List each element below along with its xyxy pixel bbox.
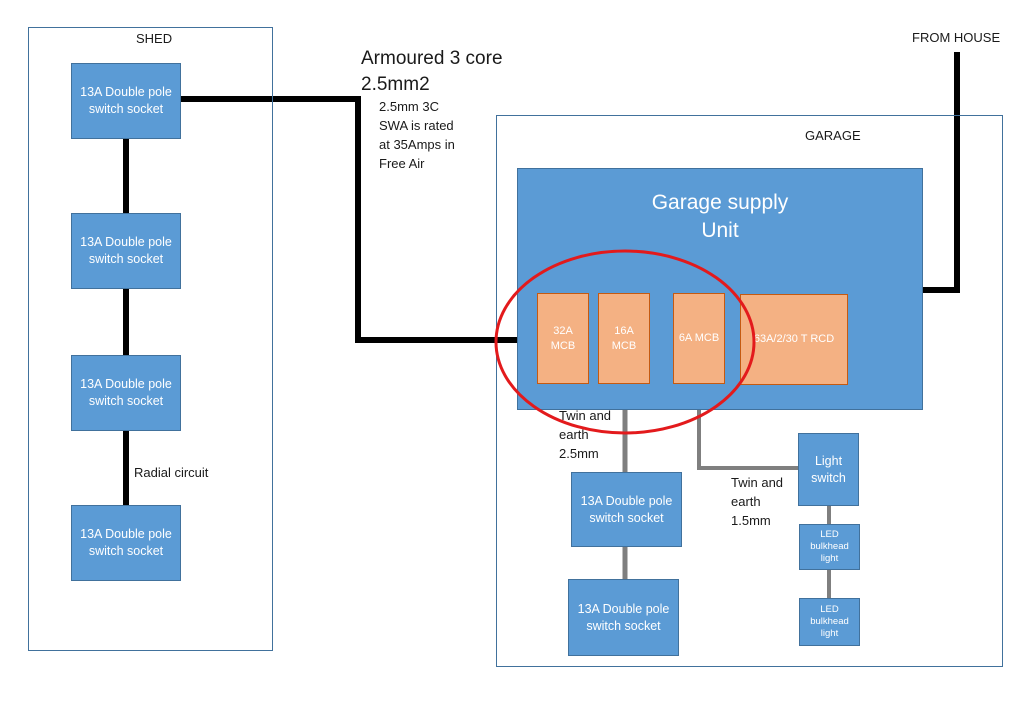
cable-title: Armoured 3 core 2.5mm2 (361, 48, 503, 95)
mcb-32a: 32A MCB (537, 293, 589, 384)
shed-socket-3: 13A Double pole switch socket (71, 355, 181, 431)
shed-socket-1: 13A Double pole switch socket (71, 63, 181, 139)
mcb-16a: 16A MCB (598, 293, 650, 384)
shed-socket-2: 13A Double pole switch socket (71, 213, 181, 289)
garage-title: GARAGE (805, 128, 861, 143)
shed-socket-4: 13A Double pole switch socket (71, 505, 181, 581)
light-cable-label: Twin and earth 1.5mm (731, 475, 784, 528)
supply-unit-title: Garage supply Unit (651, 191, 789, 242)
mcb-6a: 6A MCB (673, 293, 725, 384)
shed-zone (28, 27, 273, 651)
house-feed-cable (923, 52, 960, 293)
rcd-63a: 63A/2/30 T RCD (740, 294, 848, 385)
led-bulkhead-light-2: LED bulkhead light (799, 598, 860, 646)
swa-cable (181, 96, 538, 343)
light-circuit-wire (697, 384, 799, 470)
garage-zone (496, 115, 1003, 667)
radial-circuit-label: Radial circuit (134, 465, 209, 480)
cable-rating-note: 2.5mm 3C SWA is rated at 35Amps in Free … (379, 99, 455, 171)
garage-socket-2: 13A Double pole switch socket (568, 579, 679, 656)
from-house-label: FROM HOUSE (912, 30, 1001, 45)
garage-socket-1: 13A Double pole switch socket (571, 472, 682, 547)
light-switch: Light switch (798, 433, 859, 506)
mcb-highlight-ring (494, 249, 756, 435)
socket-cable-label: Twin and earth 2.5mm (559, 408, 612, 461)
led-bulkhead-light-1: LED bulkhead light (799, 524, 860, 570)
shed-title: SHED (136, 31, 173, 46)
